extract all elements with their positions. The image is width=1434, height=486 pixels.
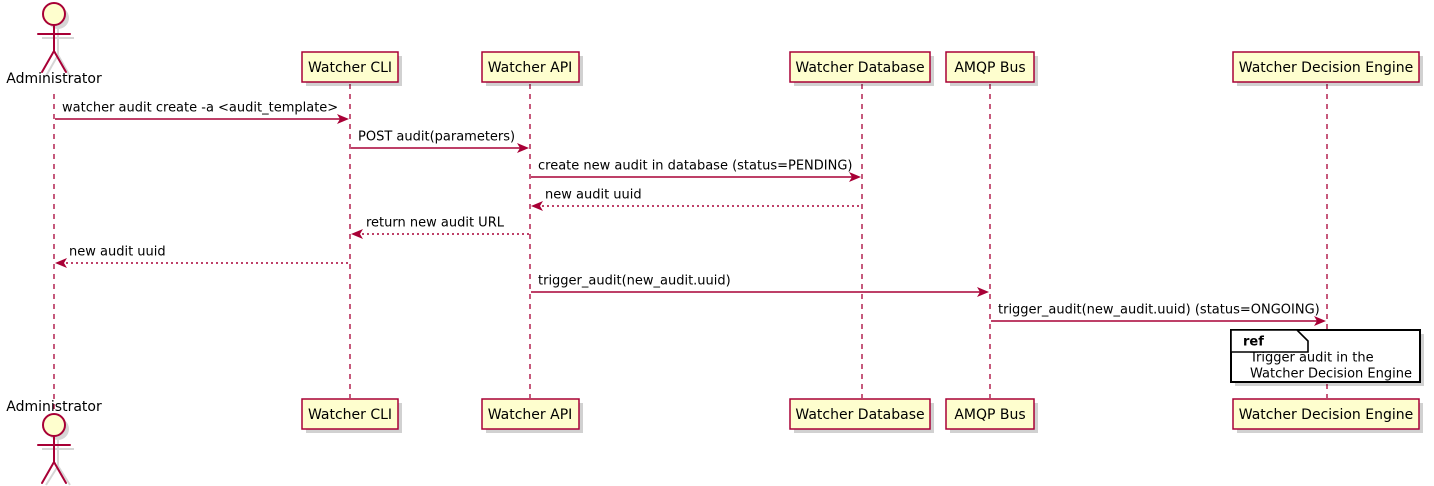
actor-label-administrator-top: Administrator xyxy=(6,71,102,87)
participant-label-watcher-api-bottom: Watcher API xyxy=(488,407,573,423)
participant-box-watcher-decision-engine-bottom[interactable]: Watcher Decision Engine xyxy=(1232,398,1423,433)
participant-rect-watcher-api-bottom[interactable] xyxy=(481,398,580,430)
message-7[interactable]: trigger_audit(new_audit.uuid) xyxy=(531,274,989,298)
message-1[interactable]: watcher audit create -a <audit_template> xyxy=(55,101,349,125)
message-1-label: watcher audit create -a <audit_template> xyxy=(62,101,338,116)
message-7-label: trigger_audit(new_audit.uuid) xyxy=(538,274,731,289)
actor-body-icon-bottom xyxy=(37,435,71,484)
participant-box-watcher-database-bottom[interactable]: Watcher Database xyxy=(789,398,934,433)
message-3[interactable]: create new audit in database (status=PEN… xyxy=(531,159,861,183)
participant-label-amqp-bus-bottom: AMQP Bus xyxy=(954,407,1025,423)
participant-box-watcher-cli-top[interactable]: Watcher CLI xyxy=(301,51,402,86)
message-4-label: new audit uuid xyxy=(545,188,642,203)
participant-rect-amqp-bus-bottom[interactable] xyxy=(945,398,1035,430)
participant-box-amqp-bus-top[interactable]: AMQP Bus xyxy=(945,51,1038,86)
message-2[interactable]: POST audit(parameters) xyxy=(351,130,529,154)
actor-administrator-top[interactable]: Administrator xyxy=(6,2,102,87)
participant-rect-amqp-bus-top[interactable] xyxy=(945,51,1035,83)
participant-label-watcher-database-bottom: Watcher Database xyxy=(795,407,924,423)
message-3-label: create new audit in database (status=PEN… xyxy=(538,159,853,174)
message-6[interactable]: new audit uuid xyxy=(55,245,350,269)
message-2-arrowhead xyxy=(517,143,529,153)
actor-head-icon xyxy=(42,2,66,26)
message-6-label: new audit uuid xyxy=(69,245,166,260)
participant-rect-watcher-decision-engine-bottom[interactable] xyxy=(1232,398,1420,430)
participant-box-watcher-decision-engine-top[interactable]: Watcher Decision Engine xyxy=(1232,51,1423,86)
message-3-arrowhead xyxy=(849,172,861,182)
participant-label-watcher-database-top: Watcher Database xyxy=(795,60,924,76)
participant-rect-watcher-cli-bottom[interactable] xyxy=(301,398,399,430)
participant-rect-watcher-database-top[interactable] xyxy=(789,51,931,83)
participant-label-watcher-decision-engine-bottom: Watcher Decision Engine xyxy=(1239,407,1413,423)
actor-administrator-bottom[interactable]: Administrator xyxy=(6,399,102,486)
actor-body-icon xyxy=(37,24,71,73)
message-7-arrowhead xyxy=(977,287,989,297)
participant-rect-watcher-cli-top[interactable] xyxy=(301,51,399,83)
participant-box-watcher-api-top[interactable]: Watcher API xyxy=(481,51,583,86)
message-4[interactable]: new audit uuid xyxy=(531,188,861,212)
message-8-label: trigger_audit(new_audit.uuid) (status=ON… xyxy=(998,303,1320,318)
ref-fragment-line-1: Trigger audit in the xyxy=(1249,351,1374,366)
actor-label-administrator-bottom: Administrator xyxy=(6,399,102,415)
participant-label-watcher-decision-engine-top: Watcher Decision Engine xyxy=(1239,60,1413,76)
participant-box-amqp-bus-bottom[interactable]: AMQP Bus xyxy=(945,398,1038,433)
message-5-label: return new audit URL xyxy=(366,216,505,231)
actor-head-icon-bottom xyxy=(42,413,66,437)
message-5-arrowhead xyxy=(351,229,363,239)
ref-fragment-line-2: Watcher Decision Engine xyxy=(1250,367,1412,382)
participant-rect-watcher-decision-engine-top[interactable] xyxy=(1232,51,1420,83)
participant-label-amqp-bus-top: AMQP Bus xyxy=(954,60,1025,76)
participant-label-watcher-cli-top: Watcher CLI xyxy=(308,60,392,76)
message-1-arrowhead xyxy=(337,114,349,124)
message-6-arrowhead xyxy=(55,258,67,268)
participant-label-watcher-api-top: Watcher API xyxy=(488,60,573,76)
participant-box-watcher-api-bottom[interactable]: Watcher API xyxy=(481,398,583,433)
participant-rect-watcher-database-bottom[interactable] xyxy=(789,398,931,430)
participant-rect-watcher-api-top[interactable] xyxy=(481,51,580,83)
ref-fragment[interactable]: ref Trigger audit in the Watcher Decisio… xyxy=(1230,329,1424,386)
message-8-arrowhead xyxy=(1314,316,1326,326)
ref-fragment-tab xyxy=(1230,329,1309,353)
ref-fragment-tab-label: ref xyxy=(1243,335,1264,350)
message-2-label: POST audit(parameters) xyxy=(358,130,515,145)
participant-label-watcher-cli-bottom: Watcher CLI xyxy=(308,407,392,423)
participant-box-watcher-database-top[interactable]: Watcher Database xyxy=(789,51,934,86)
lifelines-group xyxy=(53,84,1328,424)
message-8[interactable]: trigger_audit(new_audit.uuid) (status=ON… xyxy=(991,303,1326,327)
message-5[interactable]: return new audit URL xyxy=(351,216,530,240)
participant-box-watcher-cli-bottom[interactable]: Watcher CLI xyxy=(301,398,402,433)
message-4-arrowhead xyxy=(531,201,543,211)
